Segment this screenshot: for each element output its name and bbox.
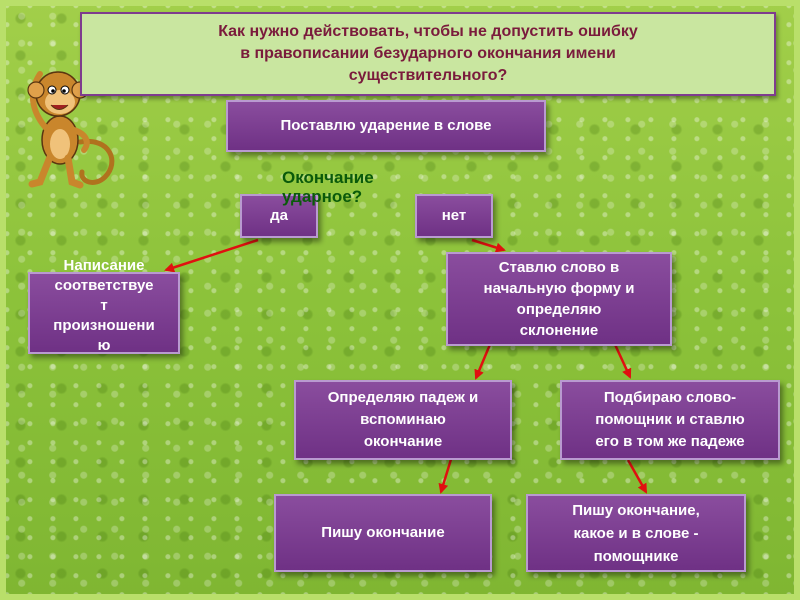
arrow-to-case xyxy=(474,341,493,380)
yes-text: да xyxy=(270,207,288,224)
yes-box: да xyxy=(240,194,318,238)
stress-step-box: Поставлю ударение в слове xyxy=(226,100,546,152)
case-line-2: вспоминаю xyxy=(360,411,446,428)
arrow-no-to-initial-form xyxy=(471,238,506,253)
arrow-helper-to-write xyxy=(626,459,648,494)
monkey-illustration xyxy=(27,71,115,189)
write-as-heard-line-2: соответствуе xyxy=(54,277,154,294)
write-as-heard-line-1: Написание xyxy=(63,257,145,274)
initial-form-line-4: склонение xyxy=(519,322,599,339)
case-line-1: Определяю падеж и xyxy=(327,389,479,406)
write-as-heard-line-5: ю xyxy=(97,337,111,354)
write-ending-text: Пишу окончание xyxy=(321,524,445,541)
write-helper-line-1: Пишу окончание, xyxy=(572,501,700,519)
case-line-3: окончание xyxy=(363,433,443,450)
initial-form-line-2: начальную форму и xyxy=(483,280,635,297)
initial-form-box: Ставлю слово в начальную форму и определ… xyxy=(446,252,672,346)
title-line-1: Как нужно действовать, чтобы не допустит… xyxy=(218,23,638,40)
arrow-case-to-write xyxy=(438,455,454,494)
no-box: нет xyxy=(415,194,493,238)
write-as-heard-line-3: т xyxy=(100,297,108,314)
question-line-2: ударное? xyxy=(282,187,363,206)
helper-word-box: Подбираю слово- помощник и ставлю его в … xyxy=(560,380,780,460)
stress-step-text: Поставлю ударение в слове xyxy=(280,117,492,134)
write-ending-box: Пишу окончание xyxy=(274,494,492,572)
helper-line-1: Подбираю слово- xyxy=(603,389,737,406)
initial-form-line-3: определяю xyxy=(516,301,602,318)
write-as-heard-box xyxy=(28,272,180,354)
title-line-2: в правописании безударного окончания име… xyxy=(240,45,616,62)
slide-title: Как нужно действовать, чтобы не допустит… xyxy=(80,12,776,96)
helper-line-3: его в том же падеже xyxy=(595,433,745,450)
write-helper-ending-box: Пишу окончание, какое и в слове - помощн… xyxy=(526,494,746,572)
question-label: Окончание ударное? xyxy=(282,168,374,206)
question-line-1: Окончание xyxy=(282,168,374,187)
case-box: Определяю падеж и вспоминаю окончание xyxy=(294,380,512,460)
write-as-heard-text: Написание соответствуе т произношени ю xyxy=(28,256,180,356)
title-line-3: существительного? xyxy=(348,67,508,84)
no-text: нет xyxy=(441,207,467,224)
write-as-heard-line-4: произношени xyxy=(53,317,155,334)
helper-line-2: помощник и ставлю xyxy=(595,411,745,428)
write-helper-line-3: помощнике xyxy=(593,547,679,565)
arrow-yes-to-write xyxy=(164,238,259,273)
initial-form-line-1: Ставлю слово в xyxy=(498,259,620,276)
write-helper-line-2: какое и в слове - xyxy=(573,524,699,542)
